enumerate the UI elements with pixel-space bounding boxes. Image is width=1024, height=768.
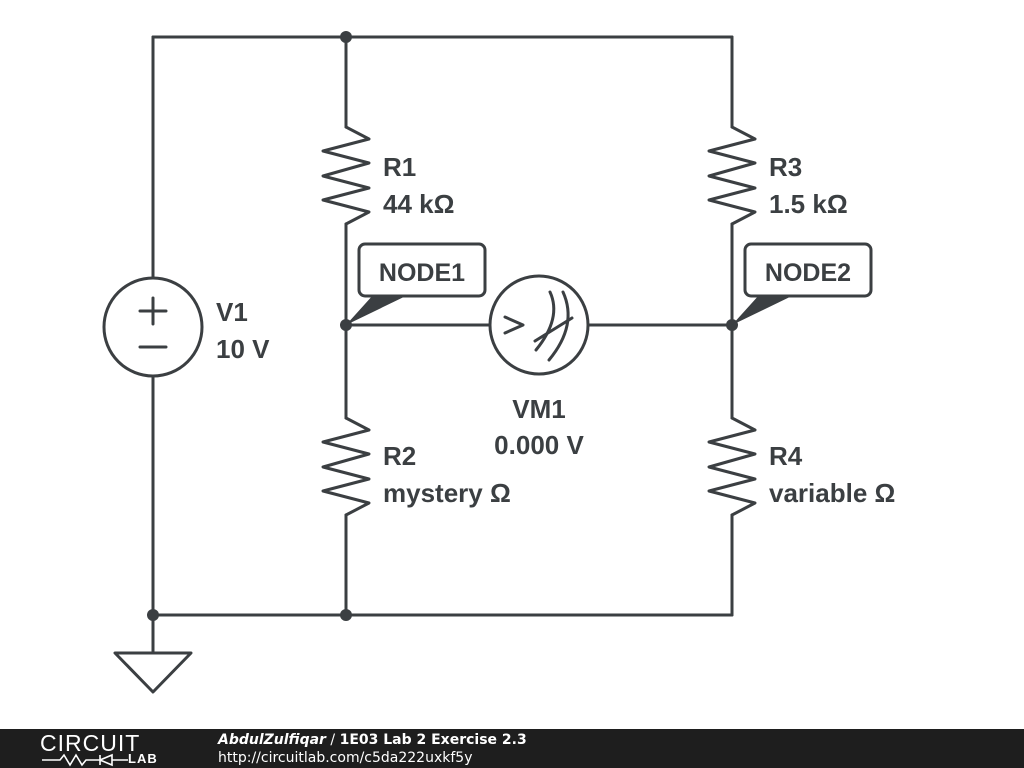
schematic-canvas: NODE1 NODE2 V1 10 V R1 44 kΩ R2 mystery … bbox=[102, 31, 895, 694]
author-link[interactable]: AbdulZulfiqar bbox=[218, 732, 326, 748]
node2-label: NODE2 bbox=[765, 259, 851, 287]
node2-pointer bbox=[732, 294, 796, 325]
logo-wordmark-bottom: LAB bbox=[128, 751, 158, 766]
node1-probe[interactable]: NODE1 bbox=[346, 242, 487, 325]
v1-value: 10 V bbox=[216, 334, 270, 364]
circuit-meta: AbdulZulfiqar / 1E03 Lab 2 Exercise 2.3 … bbox=[218, 731, 527, 767]
node2-label-box bbox=[743, 242, 873, 298]
meta-line-title: AbdulZulfiqar / 1E03 Lab 2 Exercise 2.3 bbox=[218, 731, 527, 749]
node1-pointer bbox=[346, 294, 410, 325]
node2-probe[interactable]: NODE2 bbox=[732, 242, 873, 325]
junction-top bbox=[340, 31, 352, 43]
voltmeter-scale-arc-1 bbox=[534, 290, 556, 352]
plus-icon bbox=[138, 296, 168, 326]
junction-bottom-left bbox=[147, 609, 159, 621]
circuit-url[interactable]: http://circuitlab.com/c5da222uxkf5y bbox=[218, 750, 473, 766]
ground-icon bbox=[113, 651, 193, 694]
voltage-source-circle bbox=[102, 276, 204, 378]
r3-value: 1.5 kΩ bbox=[769, 189, 848, 219]
logo-wordmark-top: CIRCUIT bbox=[40, 730, 141, 756]
r1-value: 44 kΩ bbox=[383, 189, 454, 219]
voltmeter-arrow-icon bbox=[503, 315, 525, 335]
voltmeter-circle bbox=[488, 274, 590, 376]
r1-name: R1 bbox=[383, 152, 416, 182]
circuitlab-logo[interactable]: CIRCUIT LAB bbox=[40, 729, 180, 768]
r4-value: variable Ω bbox=[769, 478, 895, 508]
r4-name: R4 bbox=[769, 441, 803, 471]
resistor-r4-symbol[interactable] bbox=[707, 416, 757, 517]
node1-label: NODE1 bbox=[379, 259, 465, 287]
voltmeter-scale-arc-2 bbox=[547, 290, 570, 362]
resistor-r3-symbol[interactable] bbox=[707, 125, 757, 226]
node1-label-box bbox=[357, 242, 487, 298]
circuit-title[interactable]: 1E03 Lab 2 Exercise 2.3 bbox=[339, 732, 527, 748]
voltage-source-v1[interactable] bbox=[102, 276, 204, 378]
vm1-value: 0.000 V bbox=[494, 430, 584, 460]
footer-bar: CIRCUIT LAB AbdulZulfiqar / 1E03 Lab 2 E… bbox=[0, 729, 1024, 768]
meta-separator: / bbox=[325, 732, 340, 748]
r2-value: mystery Ω bbox=[383, 478, 511, 508]
voltmeter-needle bbox=[533, 316, 574, 343]
vm1-name: VM1 bbox=[512, 394, 565, 424]
voltmeter-vm1[interactable] bbox=[488, 274, 590, 376]
r3-name: R3 bbox=[769, 152, 802, 182]
v1-name: V1 bbox=[216, 297, 248, 327]
junction-bottom-mid bbox=[340, 609, 352, 621]
r2-name: R2 bbox=[383, 441, 416, 471]
resistor-r2-symbol[interactable] bbox=[321, 416, 371, 517]
resistor-r1-symbol[interactable] bbox=[321, 125, 371, 226]
logo-resistor-icon bbox=[42, 753, 128, 767]
